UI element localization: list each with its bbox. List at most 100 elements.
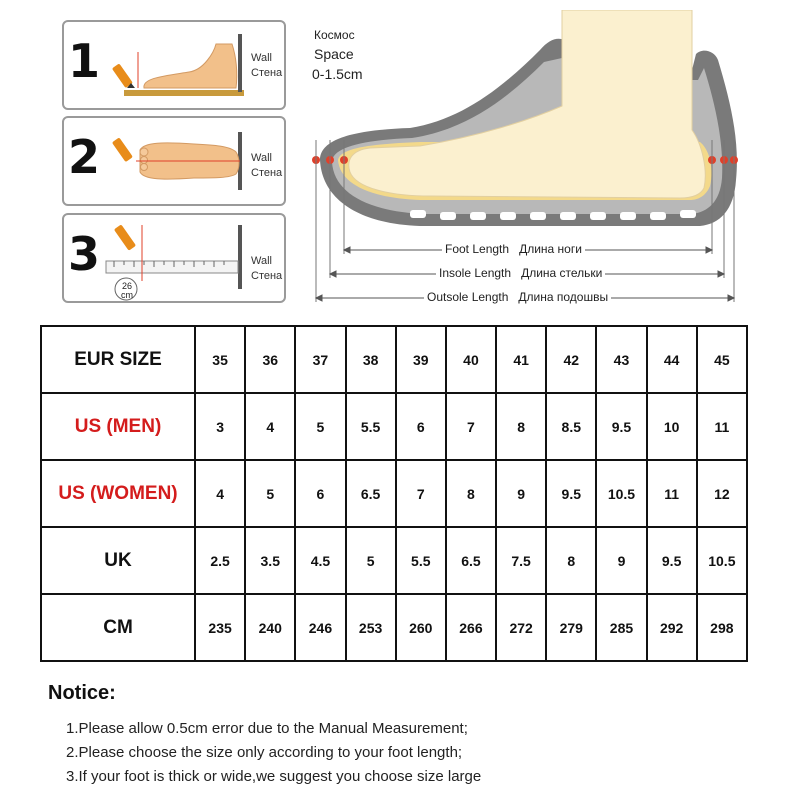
size-cell: 43 xyxy=(595,325,648,394)
size-cell: 3.5 xyxy=(244,526,297,595)
wall-label-ru: Стена xyxy=(251,67,283,79)
outsole-length-ru: Длина подошвы xyxy=(518,290,609,304)
space-label-ru: Космос xyxy=(314,28,355,42)
size-cell: 10 xyxy=(645,392,698,461)
size-cell: 9.5 xyxy=(645,526,698,595)
size-cell: 6 xyxy=(394,392,447,461)
size-cell: 42 xyxy=(545,325,598,394)
size-cell: 8.5 xyxy=(545,392,598,461)
size-cell: 2.5 xyxy=(193,526,247,595)
space-range: 0-1.5cm xyxy=(312,66,363,82)
size-cell: 37 xyxy=(294,325,347,394)
size-cell: 6.5 xyxy=(444,526,498,595)
size-cell: 10.5 xyxy=(695,526,749,595)
measure-step-1: 1 Wall Стена xyxy=(62,20,286,110)
size-cell: 5.5 xyxy=(344,392,397,461)
size-cell: 260 xyxy=(394,593,447,662)
size-cell: 4 xyxy=(193,459,247,528)
size-cell: 6 xyxy=(294,459,347,528)
insole-length-label: Insole Length Длина стельки xyxy=(436,266,606,280)
size-cell: 9 xyxy=(595,526,648,595)
notice-line-1: 1.Please allow 0.5cm error due to the Ma… xyxy=(66,720,468,737)
size-cell: 246 xyxy=(294,593,347,662)
size-cell: 10.5 xyxy=(595,459,648,528)
size-cell: 298 xyxy=(695,593,749,662)
size-cell: 272 xyxy=(495,593,548,662)
ruler-reading: 26 cm xyxy=(121,281,133,300)
shoe-length-diagram: Космос Space 0-1.5cm Foot Length Длина н… xyxy=(300,9,800,320)
notice-line-3: 3.If your foot is thick or wide,we sugge… xyxy=(66,768,482,785)
size-cell: 4.5 xyxy=(294,526,347,595)
size-cell: 6.5 xyxy=(344,459,397,528)
step-number: 3 xyxy=(68,227,101,281)
space-label-en: Space xyxy=(314,46,354,62)
size-cell: 9.5 xyxy=(595,392,648,461)
size-cell: 9 xyxy=(495,459,548,528)
row-label: EUR SIZE xyxy=(40,325,196,394)
size-cell: 39 xyxy=(394,325,447,394)
wall-label-ru: Стена xyxy=(251,270,283,282)
size-cell: 9.5 xyxy=(545,459,598,528)
size-cell: 8 xyxy=(495,392,548,461)
size-cell: 266 xyxy=(444,593,498,662)
row-label: UK xyxy=(40,526,196,595)
foot-side-view-illustration xyxy=(112,34,244,96)
wall-label-en: Wall xyxy=(251,255,272,267)
foot-length-label: Foot Length Длина ноги xyxy=(442,242,585,256)
size-cell: 4 xyxy=(244,392,297,461)
size-cell: 11 xyxy=(645,459,698,528)
size-cell: 235 xyxy=(193,593,247,662)
size-cell: 36 xyxy=(244,325,297,394)
row-label: CM xyxy=(40,593,196,662)
size-cell: 292 xyxy=(645,593,698,662)
size-cell: 285 xyxy=(595,593,648,662)
size-cell: 5.5 xyxy=(394,526,447,595)
notice-line-2: 2.Please choose the size only according … xyxy=(66,744,463,761)
size-cell: 45 xyxy=(695,325,749,394)
size-cell: 41 xyxy=(495,325,548,394)
size-cell: 7.5 xyxy=(495,526,548,595)
insole-length-en: Insole Length xyxy=(439,266,512,280)
foot-top-view-illustration xyxy=(112,132,242,190)
size-cell: 11 xyxy=(695,392,749,461)
notice-title: Notice: xyxy=(48,682,116,704)
ruler-measurement-illustration xyxy=(105,225,242,301)
foot-length-en: Foot Length xyxy=(445,242,510,256)
size-cell: 3 xyxy=(193,392,247,461)
step-number: 2 xyxy=(68,130,101,184)
size-cell: 7 xyxy=(394,459,447,528)
size-cell: 279 xyxy=(545,593,598,662)
insole-length-ru: Длина стельки xyxy=(521,266,603,280)
measure-step-3: 3 26 cm Wall Стена xyxy=(62,213,286,303)
foot-length-ru: Длина ноги xyxy=(519,242,582,256)
size-cell: 40 xyxy=(444,325,498,394)
size-cell: 5 xyxy=(294,392,347,461)
outsole-length-en: Outsole Length xyxy=(427,290,509,304)
outsole-length-label: Outsole Length Длина подошвы xyxy=(424,290,612,304)
wall-label-en: Wall xyxy=(251,152,272,164)
shoe-foot-cross-section-illustration xyxy=(312,9,738,302)
measure-step-2: 2 Wall Стена xyxy=(62,116,286,206)
size-cell: 8 xyxy=(545,526,598,595)
step-number: 1 xyxy=(68,34,101,88)
row-label: US (WOMEN) xyxy=(40,459,196,528)
size-cell: 5 xyxy=(344,526,397,595)
size-cell: 12 xyxy=(695,459,749,528)
size-cell: 5 xyxy=(244,459,297,528)
size-cell: 38 xyxy=(344,325,397,394)
row-label: US (MEN) xyxy=(40,392,196,461)
size-cell: 7 xyxy=(444,392,498,461)
wall-label-ru: Стена xyxy=(251,167,283,179)
size-cell: 253 xyxy=(344,593,397,662)
size-cell: 35 xyxy=(193,325,247,394)
size-cell: 8 xyxy=(444,459,498,528)
size-cell: 240 xyxy=(244,593,297,662)
size-cell: 44 xyxy=(645,325,698,394)
wall-label-en: Wall xyxy=(251,52,272,64)
